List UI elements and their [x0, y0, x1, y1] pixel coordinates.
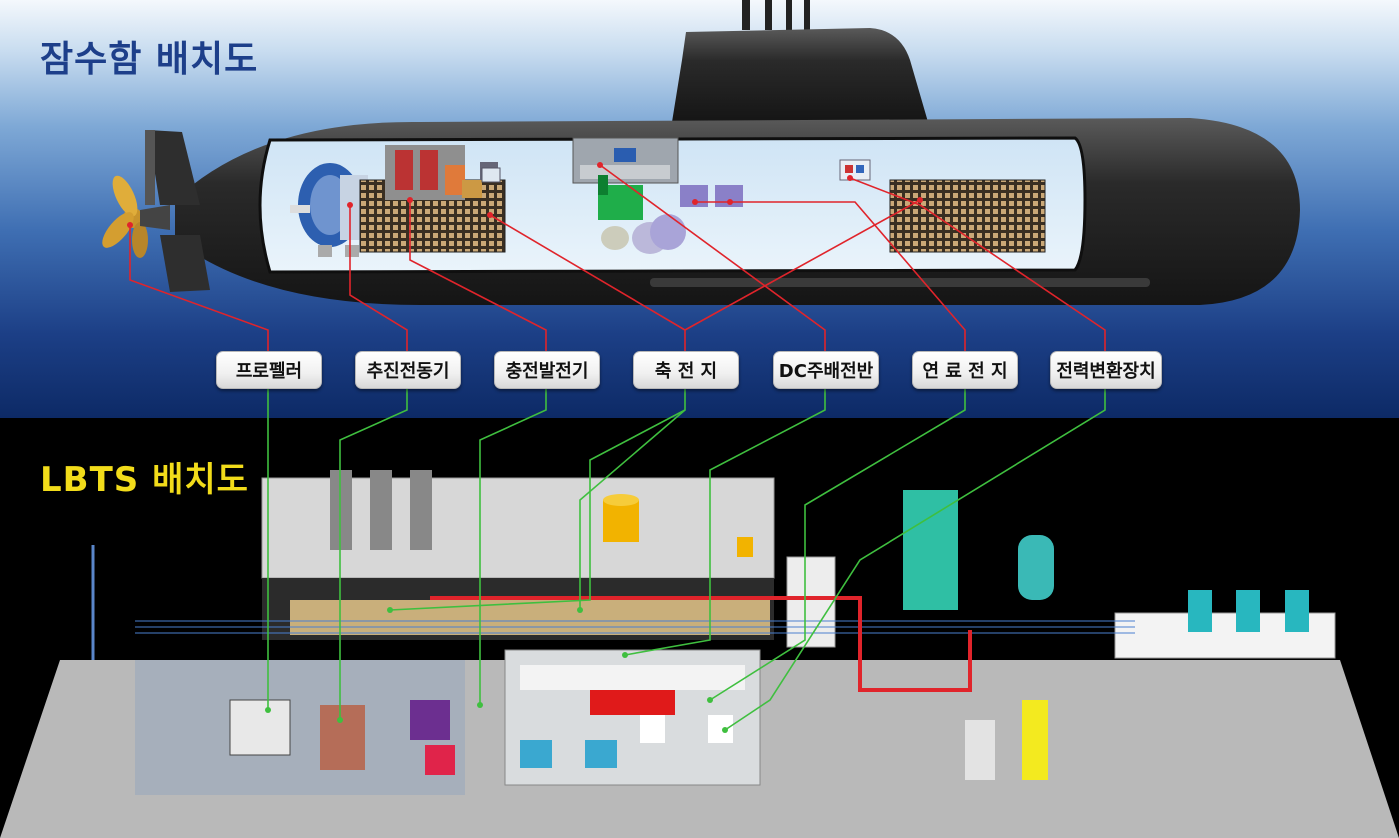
top-leader-lines — [129, 164, 1106, 351]
bottom-leader-lines — [267, 387, 1106, 731]
bottom-leader-dots — [265, 607, 728, 733]
lbts-facility — [0, 470, 1399, 838]
label-propeller[interactable]: 프로펠러 — [216, 351, 322, 389]
propeller-icon — [102, 175, 170, 258]
label-battery[interactable]: 축 전 지 — [633, 351, 739, 389]
submarine-layout-title: 잠수함 배치도 — [40, 39, 259, 80]
label-power-converter[interactable]: 전력변환장치 — [1050, 351, 1162, 389]
charging-generator-icon — [359, 145, 506, 253]
label-charging-generator[interactable]: 충전발전기 — [494, 351, 600, 389]
label-propulsion-motor[interactable]: 추진전동기 — [355, 351, 461, 389]
top-leader-dots — [127, 162, 923, 228]
submarine — [145, 0, 1300, 305]
label-dc-switchboard[interactable]: DC주배전반 — [773, 351, 879, 389]
lbts-layout-title: LBTS 배치도 — [40, 460, 249, 500]
propulsion-motor-icon — [290, 163, 368, 257]
battery-icon — [889, 179, 1046, 253]
dc-switchboard-icon — [572, 137, 679, 184]
label-fuel-cell[interactable]: 연 료 전 지 — [912, 351, 1018, 389]
fuel-cell-icon — [481, 159, 871, 183]
